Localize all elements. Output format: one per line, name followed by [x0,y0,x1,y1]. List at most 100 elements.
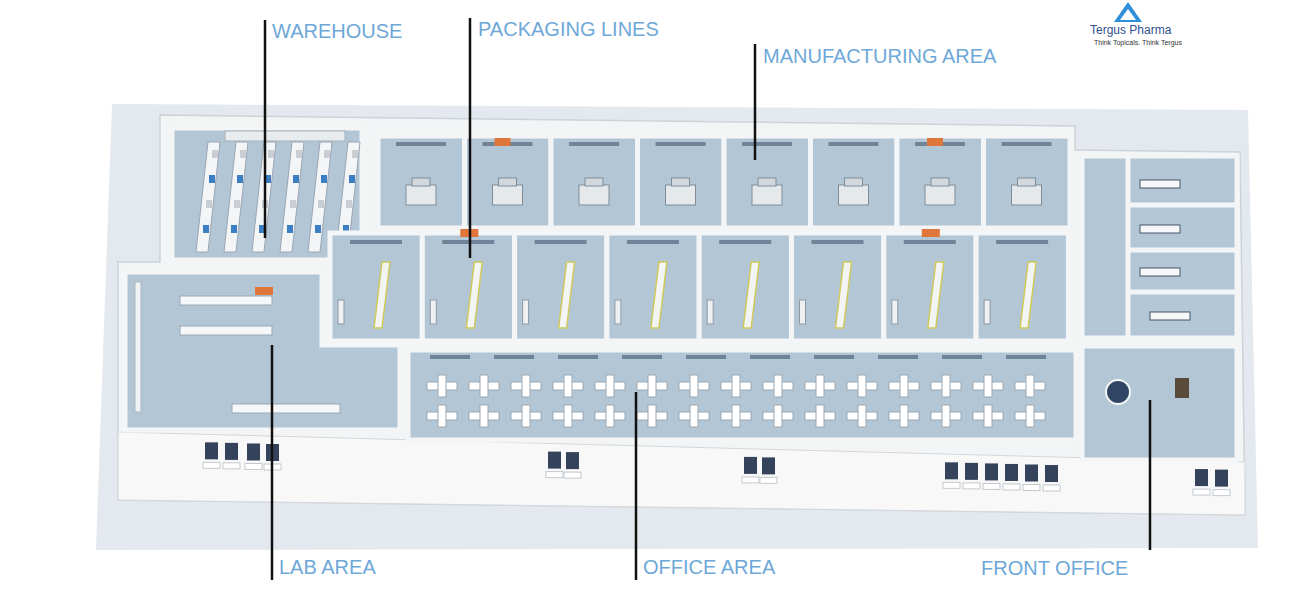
packaging-line [928,262,944,328]
pallet [293,175,299,183]
pallet [349,175,355,183]
desk [522,405,530,427]
desk [942,405,950,427]
packaging-room [330,233,422,341]
pallet [352,150,358,158]
room-window [569,142,619,146]
pallet [321,175,327,183]
storage-rack [196,142,220,252]
pallet [287,225,293,233]
pallet [203,225,209,233]
desk [1026,405,1034,427]
desk [690,405,698,427]
desk [858,375,866,397]
packaging-room [699,233,791,341]
packaging-line [836,262,852,328]
desk [732,405,740,427]
leader-line [754,44,757,160]
manufacturing-room [638,136,725,228]
area-label: OFFICE AREA [643,556,775,578]
desk [648,405,656,427]
logo-mark [1114,2,1142,22]
desk [564,375,572,397]
line-station [338,300,344,324]
ground-plane [96,104,1258,550]
desk [816,375,824,397]
room-window [396,142,446,146]
manufacturing-room [551,136,638,228]
desk [438,405,446,427]
room-window [904,240,956,244]
packaging-line [374,262,390,328]
line-station [800,300,806,324]
lab-bench [232,404,340,413]
pallet [296,150,302,158]
office-window [622,355,662,359]
office-window [750,355,790,359]
partition-wall [1128,290,1237,295]
packaging-line [466,262,482,328]
front-office-floor [1082,346,1237,460]
desk [858,405,866,427]
window-sill [223,463,240,469]
pallet [346,200,352,208]
front-wall [118,432,1245,515]
machine-top [1018,178,1036,186]
window-sill [1043,485,1060,491]
office-window [1006,355,1046,359]
packaging-line [559,262,575,328]
room-window [812,240,864,244]
partition-wall [1128,203,1237,208]
window-sill [1023,484,1040,490]
manufacturing-room [378,136,465,228]
area-label: LAB AREA [279,556,376,578]
lab-bench [1140,268,1180,276]
door [922,229,940,237]
leader-line [271,345,274,580]
machine-top [758,178,776,186]
logo-name: Tergus Pharma [1090,24,1171,37]
pallet [209,175,215,183]
office-window [814,355,854,359]
lab-wall-bench [135,282,141,412]
room-window [656,142,706,146]
logo-tagline: Think Topicals. Think Tergus [1094,39,1182,47]
reception-chair [1175,378,1189,398]
area-label: PACKAGING LINES [478,18,659,40]
packaging-line [651,262,667,328]
room-window [535,240,587,244]
pallet [212,150,218,158]
line-station [892,300,898,324]
round-table [1106,380,1130,404]
desk [942,375,950,397]
desk [900,375,908,397]
storage-rack [280,142,304,252]
pallet [268,150,274,158]
mixing-machine [666,185,696,205]
mixing-machine [579,185,609,205]
window-sill [963,483,980,489]
room-window [350,240,402,244]
desk [438,375,446,397]
window-sill [760,477,777,483]
desk [522,375,530,397]
door [495,138,511,146]
room-window [742,142,792,146]
building-shell [118,115,1245,515]
desk [690,375,698,397]
lab-bench [180,326,272,335]
mixing-machine [1012,185,1042,205]
desk [984,375,992,397]
window [744,457,757,474]
window-sill [245,463,262,469]
desk [900,405,908,427]
window-sill [1003,484,1020,490]
window [566,452,579,469]
door [255,287,273,295]
desk [480,375,488,397]
window-sill [1213,490,1230,496]
manufacturing-room [984,136,1071,228]
desk [606,405,614,427]
